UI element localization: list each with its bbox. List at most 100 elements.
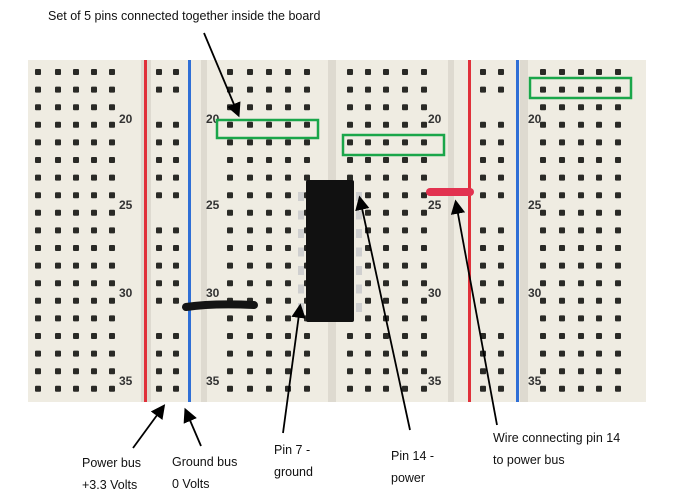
ic-pin-left — [298, 229, 304, 238]
rail-hole — [156, 297, 162, 304]
hole — [266, 192, 272, 199]
rail-hole — [156, 262, 162, 269]
hole — [55, 315, 61, 322]
rail-hole — [156, 385, 162, 392]
hole — [559, 262, 565, 269]
hole — [35, 280, 41, 287]
hole — [615, 350, 621, 357]
hole — [109, 121, 115, 128]
hole — [559, 385, 565, 392]
ic-pin-right — [356, 229, 362, 238]
rail-hole — [498, 86, 504, 93]
hole — [383, 262, 389, 269]
hole — [540, 227, 546, 234]
hole — [347, 121, 353, 128]
hole — [73, 192, 79, 199]
rail-hole — [173, 297, 179, 304]
ic-chip — [306, 180, 354, 322]
hole — [365, 69, 371, 75]
hole — [578, 192, 584, 199]
hole — [266, 368, 272, 375]
row-label-center-left: 35 — [206, 374, 220, 388]
ic-pin-right — [356, 266, 362, 275]
hole — [247, 368, 253, 375]
rail-hole — [156, 174, 162, 181]
hole — [73, 262, 79, 269]
hole — [347, 139, 353, 146]
hole — [402, 192, 408, 199]
hole — [73, 315, 79, 322]
rail-hole — [173, 121, 179, 128]
pin7-annotation: Pin 7 - ground — [274, 439, 313, 483]
hole — [91, 280, 97, 287]
hole — [35, 297, 41, 304]
hole — [402, 157, 408, 163]
hole — [540, 104, 546, 111]
hole — [596, 385, 602, 392]
hole — [35, 350, 41, 357]
hole — [285, 86, 291, 93]
hole — [109, 368, 115, 375]
hole — [73, 297, 79, 304]
ground-rail-line-left — [188, 60, 191, 402]
hole — [227, 192, 233, 199]
hole — [615, 121, 621, 128]
rail-hole — [156, 333, 162, 339]
rail-hole — [480, 86, 486, 93]
rail-hole — [498, 245, 504, 251]
power-bus-arrow — [132, 404, 166, 449]
hole — [383, 86, 389, 93]
hole — [227, 209, 233, 216]
ic-pin-right — [356, 247, 362, 257]
rail-hole — [173, 69, 179, 75]
ground-bus-annotation: Ground bus 0 Volts — [172, 451, 237, 495]
hole — [285, 315, 291, 322]
hole — [247, 227, 253, 234]
hole — [304, 104, 310, 111]
hole — [55, 280, 61, 287]
hole — [615, 157, 621, 163]
hole — [421, 192, 427, 199]
hole — [383, 174, 389, 181]
hole — [109, 350, 115, 357]
hole — [559, 69, 565, 75]
hole — [540, 121, 546, 128]
hole — [285, 333, 291, 339]
hole — [55, 297, 61, 304]
hole — [615, 385, 621, 392]
rail-hole — [480, 280, 486, 287]
hole — [73, 280, 79, 287]
rail-hole — [173, 333, 179, 339]
hole — [383, 385, 389, 392]
row-label-center-right: 20 — [428, 112, 442, 126]
hole — [304, 350, 310, 357]
hole — [285, 209, 291, 216]
hole — [247, 157, 253, 163]
ground-bus-arrow — [183, 407, 202, 447]
hole — [402, 385, 408, 392]
wire-label-line2: to power bus — [493, 453, 565, 467]
hole — [347, 157, 353, 163]
rail-hole — [173, 139, 179, 146]
rail-hole — [498, 368, 504, 375]
hole — [285, 368, 291, 375]
row-label-center-left: 30 — [206, 286, 220, 300]
hole — [365, 297, 371, 304]
hole — [109, 297, 115, 304]
power-rail-line-right — [468, 60, 471, 402]
hole — [421, 315, 427, 322]
hole — [247, 262, 253, 269]
hole — [559, 245, 565, 251]
hole — [421, 245, 427, 251]
hole — [91, 262, 97, 269]
hole — [55, 174, 61, 181]
hole — [421, 297, 427, 304]
hole — [347, 385, 353, 392]
hole — [402, 297, 408, 304]
hole — [247, 333, 253, 339]
hole — [285, 69, 291, 75]
power-bus-voltage: +3.3 Volts — [82, 478, 138, 492]
row-label-left: 25 — [119, 198, 133, 212]
hole — [578, 297, 584, 304]
